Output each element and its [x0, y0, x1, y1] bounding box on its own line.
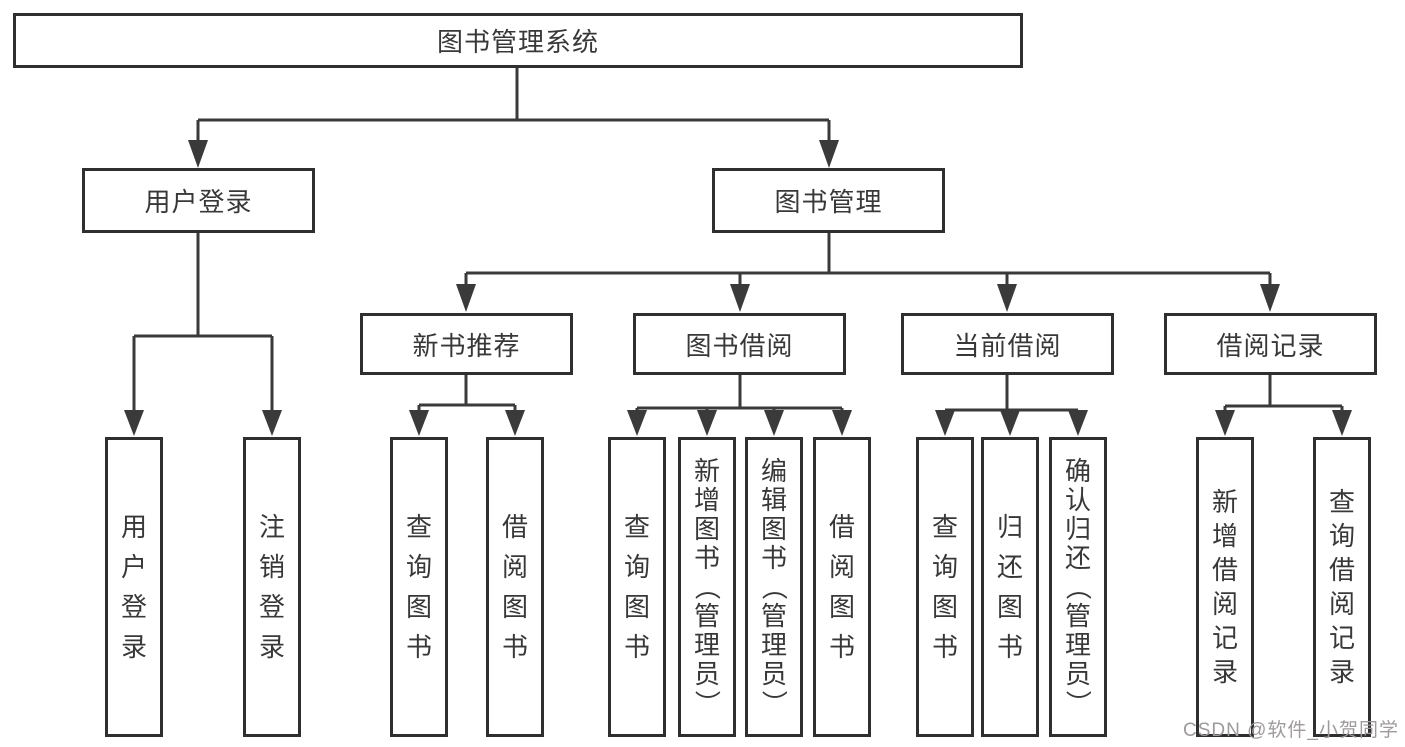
leaf-query-books-borrowing-label: 查询图书 — [623, 512, 650, 662]
node-book-borrowing-label: 图书借阅 — [685, 330, 794, 361]
leaf-query-borrow-record-label: 查询借阅记录 — [1328, 487, 1355, 687]
leaf-borrow-books-recommendation: 借阅图书 — [486, 437, 544, 737]
connector-new-book-rec-children — [409, 375, 525, 436]
connector-borrow-record-children — [1215, 375, 1352, 436]
arrowhead — [764, 410, 784, 436]
leaf-user-login-label: 用户登录 — [120, 512, 147, 662]
leaf-return-books-label: 归还图书 — [996, 512, 1023, 662]
arrowhead — [832, 410, 852, 436]
arrowhead — [627, 410, 647, 436]
node-library-management-system-label: 图书管理系统 — [436, 27, 599, 57]
node-book-management-label: 图书管理 — [774, 187, 883, 217]
connector-root-to-level2 — [188, 68, 839, 168]
arrowhead — [1215, 410, 1235, 436]
node-new-book-recommendation: 新书推荐 — [360, 313, 573, 375]
node-borrowing-records-label: 借阅记录 — [1216, 330, 1325, 361]
leaf-add-borrow-record-label: 新增借阅记录 — [1211, 487, 1238, 687]
leaf-borrow-books-recommendation-label: 借阅图书 — [501, 512, 528, 662]
leaf-edit-books-admin-label: 编辑图书（管理员） — [758, 456, 789, 717]
leaf-borrow-books: 借阅图书 — [813, 437, 871, 737]
arrowhead — [505, 410, 525, 436]
node-library-management-system: 图书管理系统 — [13, 13, 1023, 68]
arrowhead — [409, 410, 429, 436]
leaf-confirm-return-admin-label: 确认归还（管理员） — [1062, 456, 1093, 717]
leaf-user-login: 用户登录 — [105, 437, 163, 737]
watermark: CSDN @软件_小贺同学 — [1183, 720, 1399, 741]
node-book-borrowing: 图书借阅 — [633, 313, 846, 375]
leaf-add-books-admin: 新增图书（管理员） — [678, 437, 736, 737]
connector-current-borrow-children — [935, 375, 1088, 436]
arrowhead — [997, 284, 1017, 312]
leaf-borrow-books-label: 借阅图书 — [828, 512, 855, 662]
arrowhead — [935, 410, 955, 436]
arrowhead — [1332, 410, 1352, 436]
leaf-query-books-recommendation: 查询图书 — [390, 437, 448, 737]
node-user-login-label: 用户登录 — [144, 187, 253, 217]
connector-book-mgmt-to-level3 — [456, 233, 1280, 312]
leaf-confirm-return-admin: 确认归还（管理员） — [1049, 437, 1107, 737]
arrowhead — [730, 284, 750, 312]
node-current-borrowing: 当前借阅 — [901, 313, 1114, 375]
arrowhead — [819, 140, 839, 168]
leaf-return-books: 归还图书 — [981, 437, 1039, 737]
arrowhead — [262, 410, 282, 436]
node-current-borrowing-label: 当前借阅 — [953, 330, 1062, 361]
arrowhead — [456, 284, 476, 312]
leaf-add-books-admin-label: 新增图书（管理员） — [691, 456, 722, 717]
leaf-query-books-recommendation-label: 查询图书 — [405, 512, 432, 662]
arrowhead — [1260, 284, 1280, 312]
leaf-add-borrow-record: 新增借阅记录 — [1196, 437, 1254, 737]
leaf-query-books-current-label: 查询图书 — [931, 512, 958, 662]
node-user-login: 用户登录 — [82, 168, 315, 233]
node-book-management: 图书管理 — [712, 168, 945, 233]
leaf-query-books-current: 查询图书 — [916, 437, 974, 737]
leaf-edit-books-admin: 编辑图书（管理员） — [745, 437, 803, 737]
connector-user-login-children — [124, 233, 282, 436]
node-borrowing-records: 借阅记录 — [1164, 313, 1377, 375]
arrowhead — [124, 410, 144, 436]
arrowhead — [697, 410, 717, 436]
connector-book-borrow-children — [627, 375, 852, 436]
leaf-logout: 注销登录 — [243, 437, 301, 737]
arrowhead — [1000, 410, 1020, 436]
arrowhead — [188, 140, 208, 168]
leaf-logout-label: 注销登录 — [258, 512, 285, 662]
node-new-book-recommendation-label: 新书推荐 — [412, 330, 521, 361]
arrowhead — [1068, 410, 1088, 436]
leaf-query-borrow-record: 查询借阅记录 — [1313, 437, 1371, 737]
leaf-query-books-borrowing: 查询图书 — [608, 437, 666, 737]
